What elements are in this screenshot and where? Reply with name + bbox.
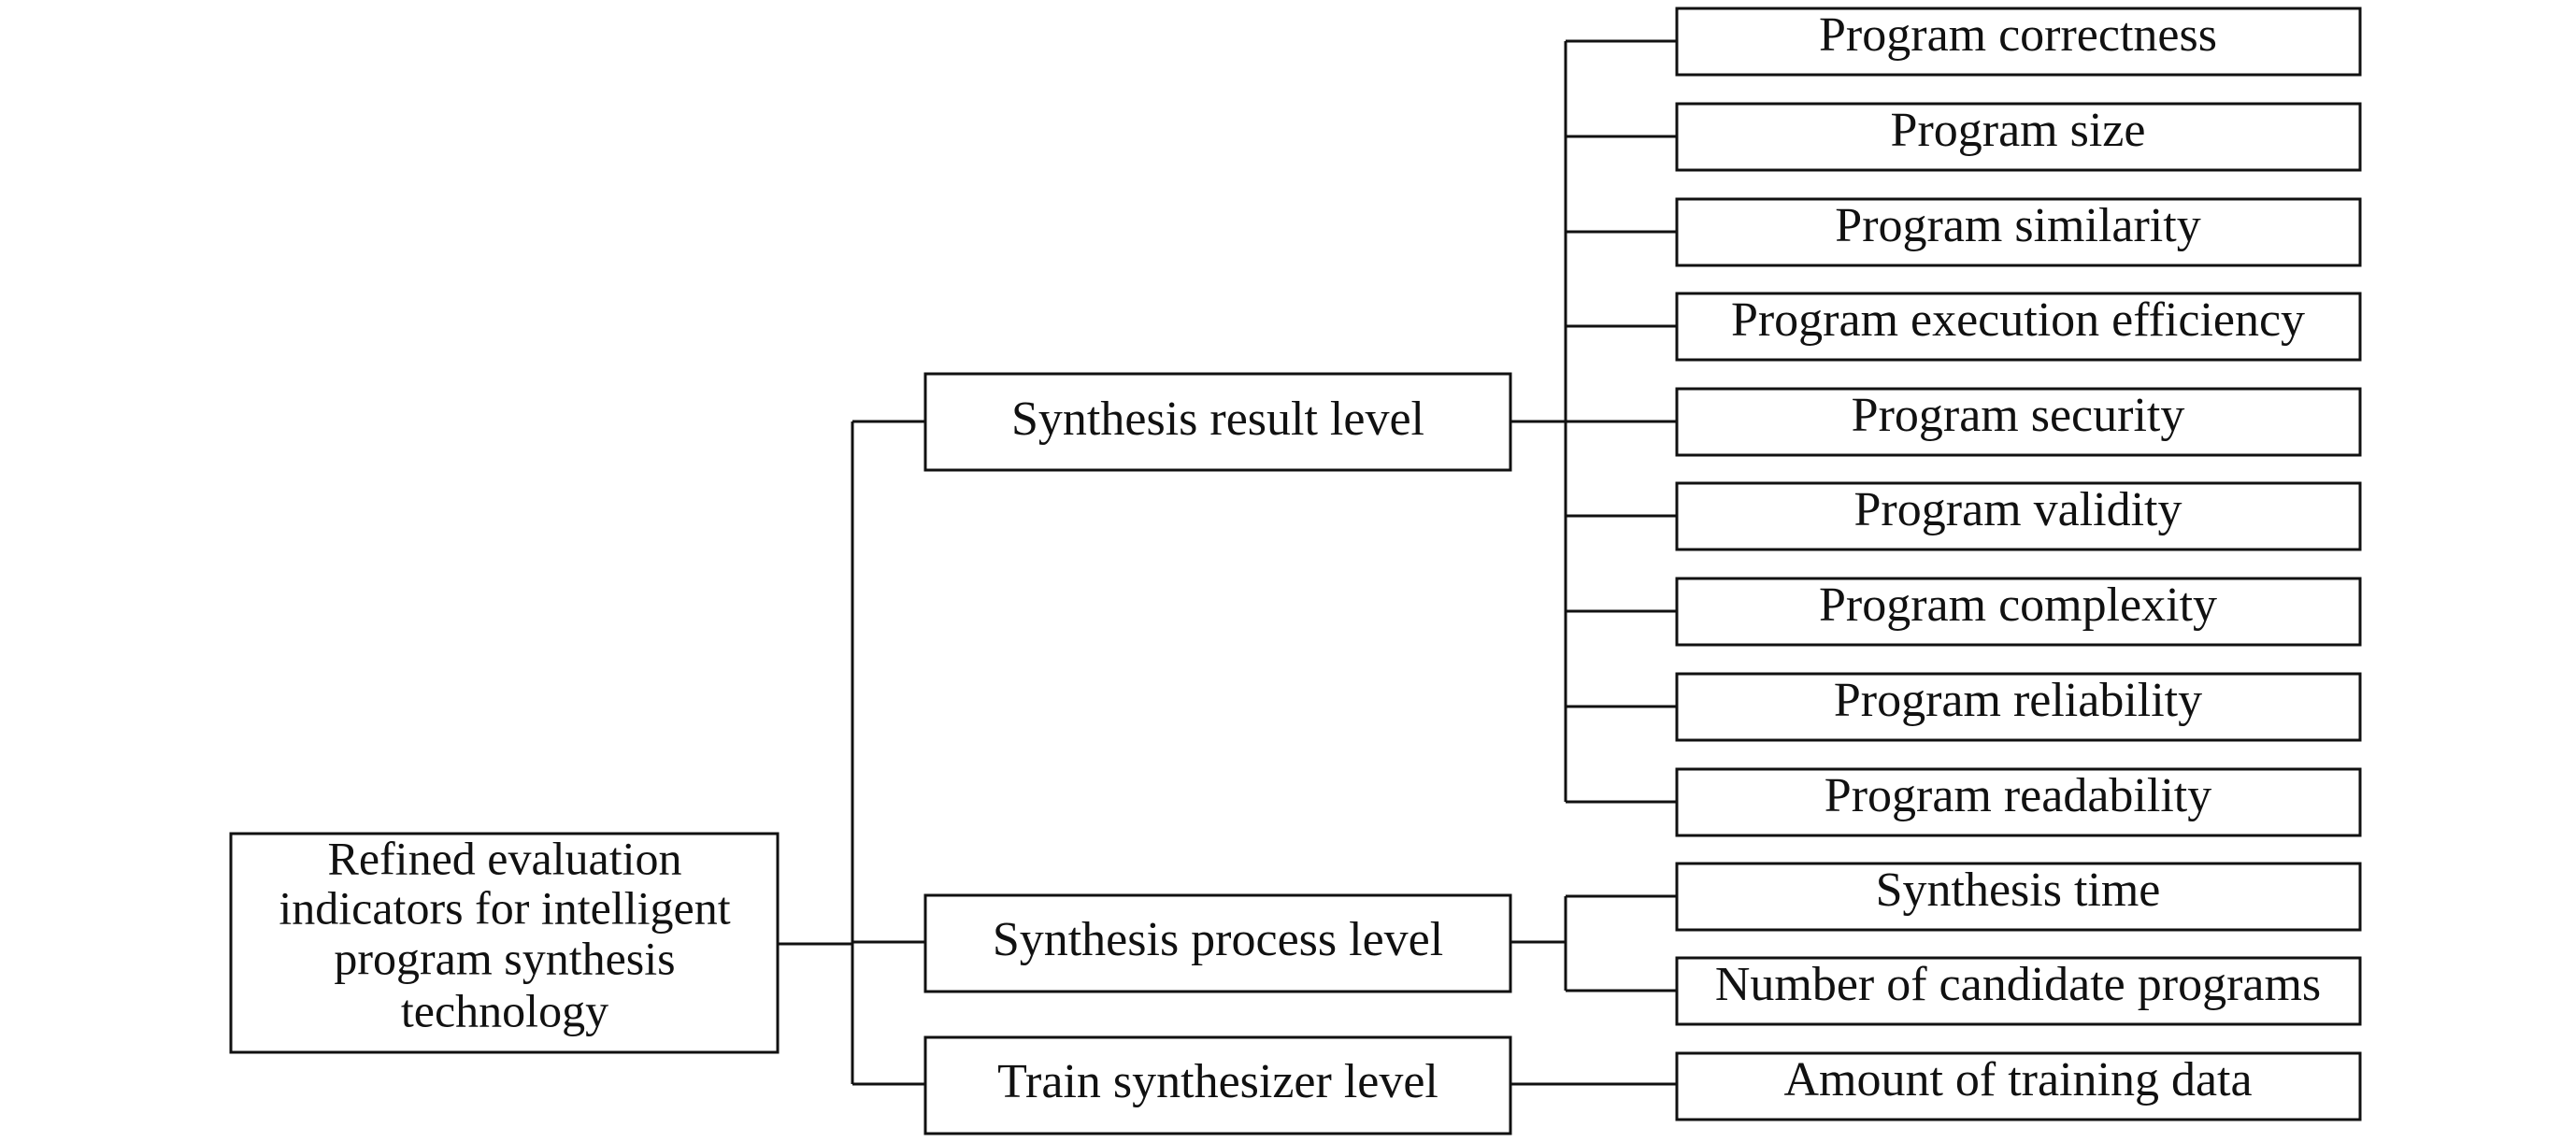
root-line-2: indicators for intelligent	[279, 881, 730, 934]
root-line-1: Refined evaluation	[327, 832, 681, 884]
indicator-node: Program validity	[1675, 481, 2362, 551]
indicator-node: Program correctness	[1675, 7, 2362, 77]
root-node: Refined evaluation indicators for intell…	[229, 832, 780, 1054]
root-line-3: program synthesis	[334, 932, 675, 984]
indicator-label: Program correctness	[1819, 8, 2217, 62]
indicator-label: Program readability	[1825, 769, 2211, 822]
indicator-node: Number of candidate programs	[1675, 956, 2362, 1026]
indicator-label: Program security	[1852, 389, 2185, 442]
indicator-label: Amount of training data	[1783, 1053, 2252, 1106]
indicator-node: Amount of training data	[1675, 1051, 2362, 1121]
indicator-label: Program reliability	[1834, 674, 2202, 727]
indicator-label: Program execution efficiency	[1731, 293, 2305, 347]
indicator-label: Program complexity	[1819, 578, 2217, 632]
connectors	[778, 39, 1677, 1086]
indicator-node: Program readability	[1675, 767, 2362, 837]
level-label: Synthesis process level	[993, 913, 1443, 966]
level-node-process: Synthesis process level	[923, 893, 1512, 993]
indicator-label: Synthesis time	[1876, 864, 2161, 917]
level-label: Train synthesizer level	[997, 1055, 1438, 1108]
indicator-node: Program security	[1675, 387, 2362, 457]
indicator-label: Program similarity	[1835, 199, 2200, 252]
indicator-label: Program size	[1891, 104, 2146, 157]
indicator-node: Program complexity	[1675, 577, 2362, 647]
indicator-label: Program validity	[1854, 483, 2182, 536]
level-label: Synthesis result level	[1011, 393, 1424, 446]
level-node-result: Synthesis result level	[923, 372, 1512, 472]
indicator-node: Program execution efficiency	[1675, 292, 2362, 362]
indicator-label: Number of candidate programs	[1715, 958, 2321, 1011]
level-node-train: Train synthesizer level	[923, 1035, 1512, 1135]
root-line-4: technology	[401, 984, 608, 1036]
indicator-node: Program reliability	[1675, 672, 2362, 742]
indicator-node: Synthesis time	[1675, 862, 2362, 932]
indicator-node: Program size	[1675, 102, 2362, 172]
indicator-node: Program similarity	[1675, 197, 2362, 267]
